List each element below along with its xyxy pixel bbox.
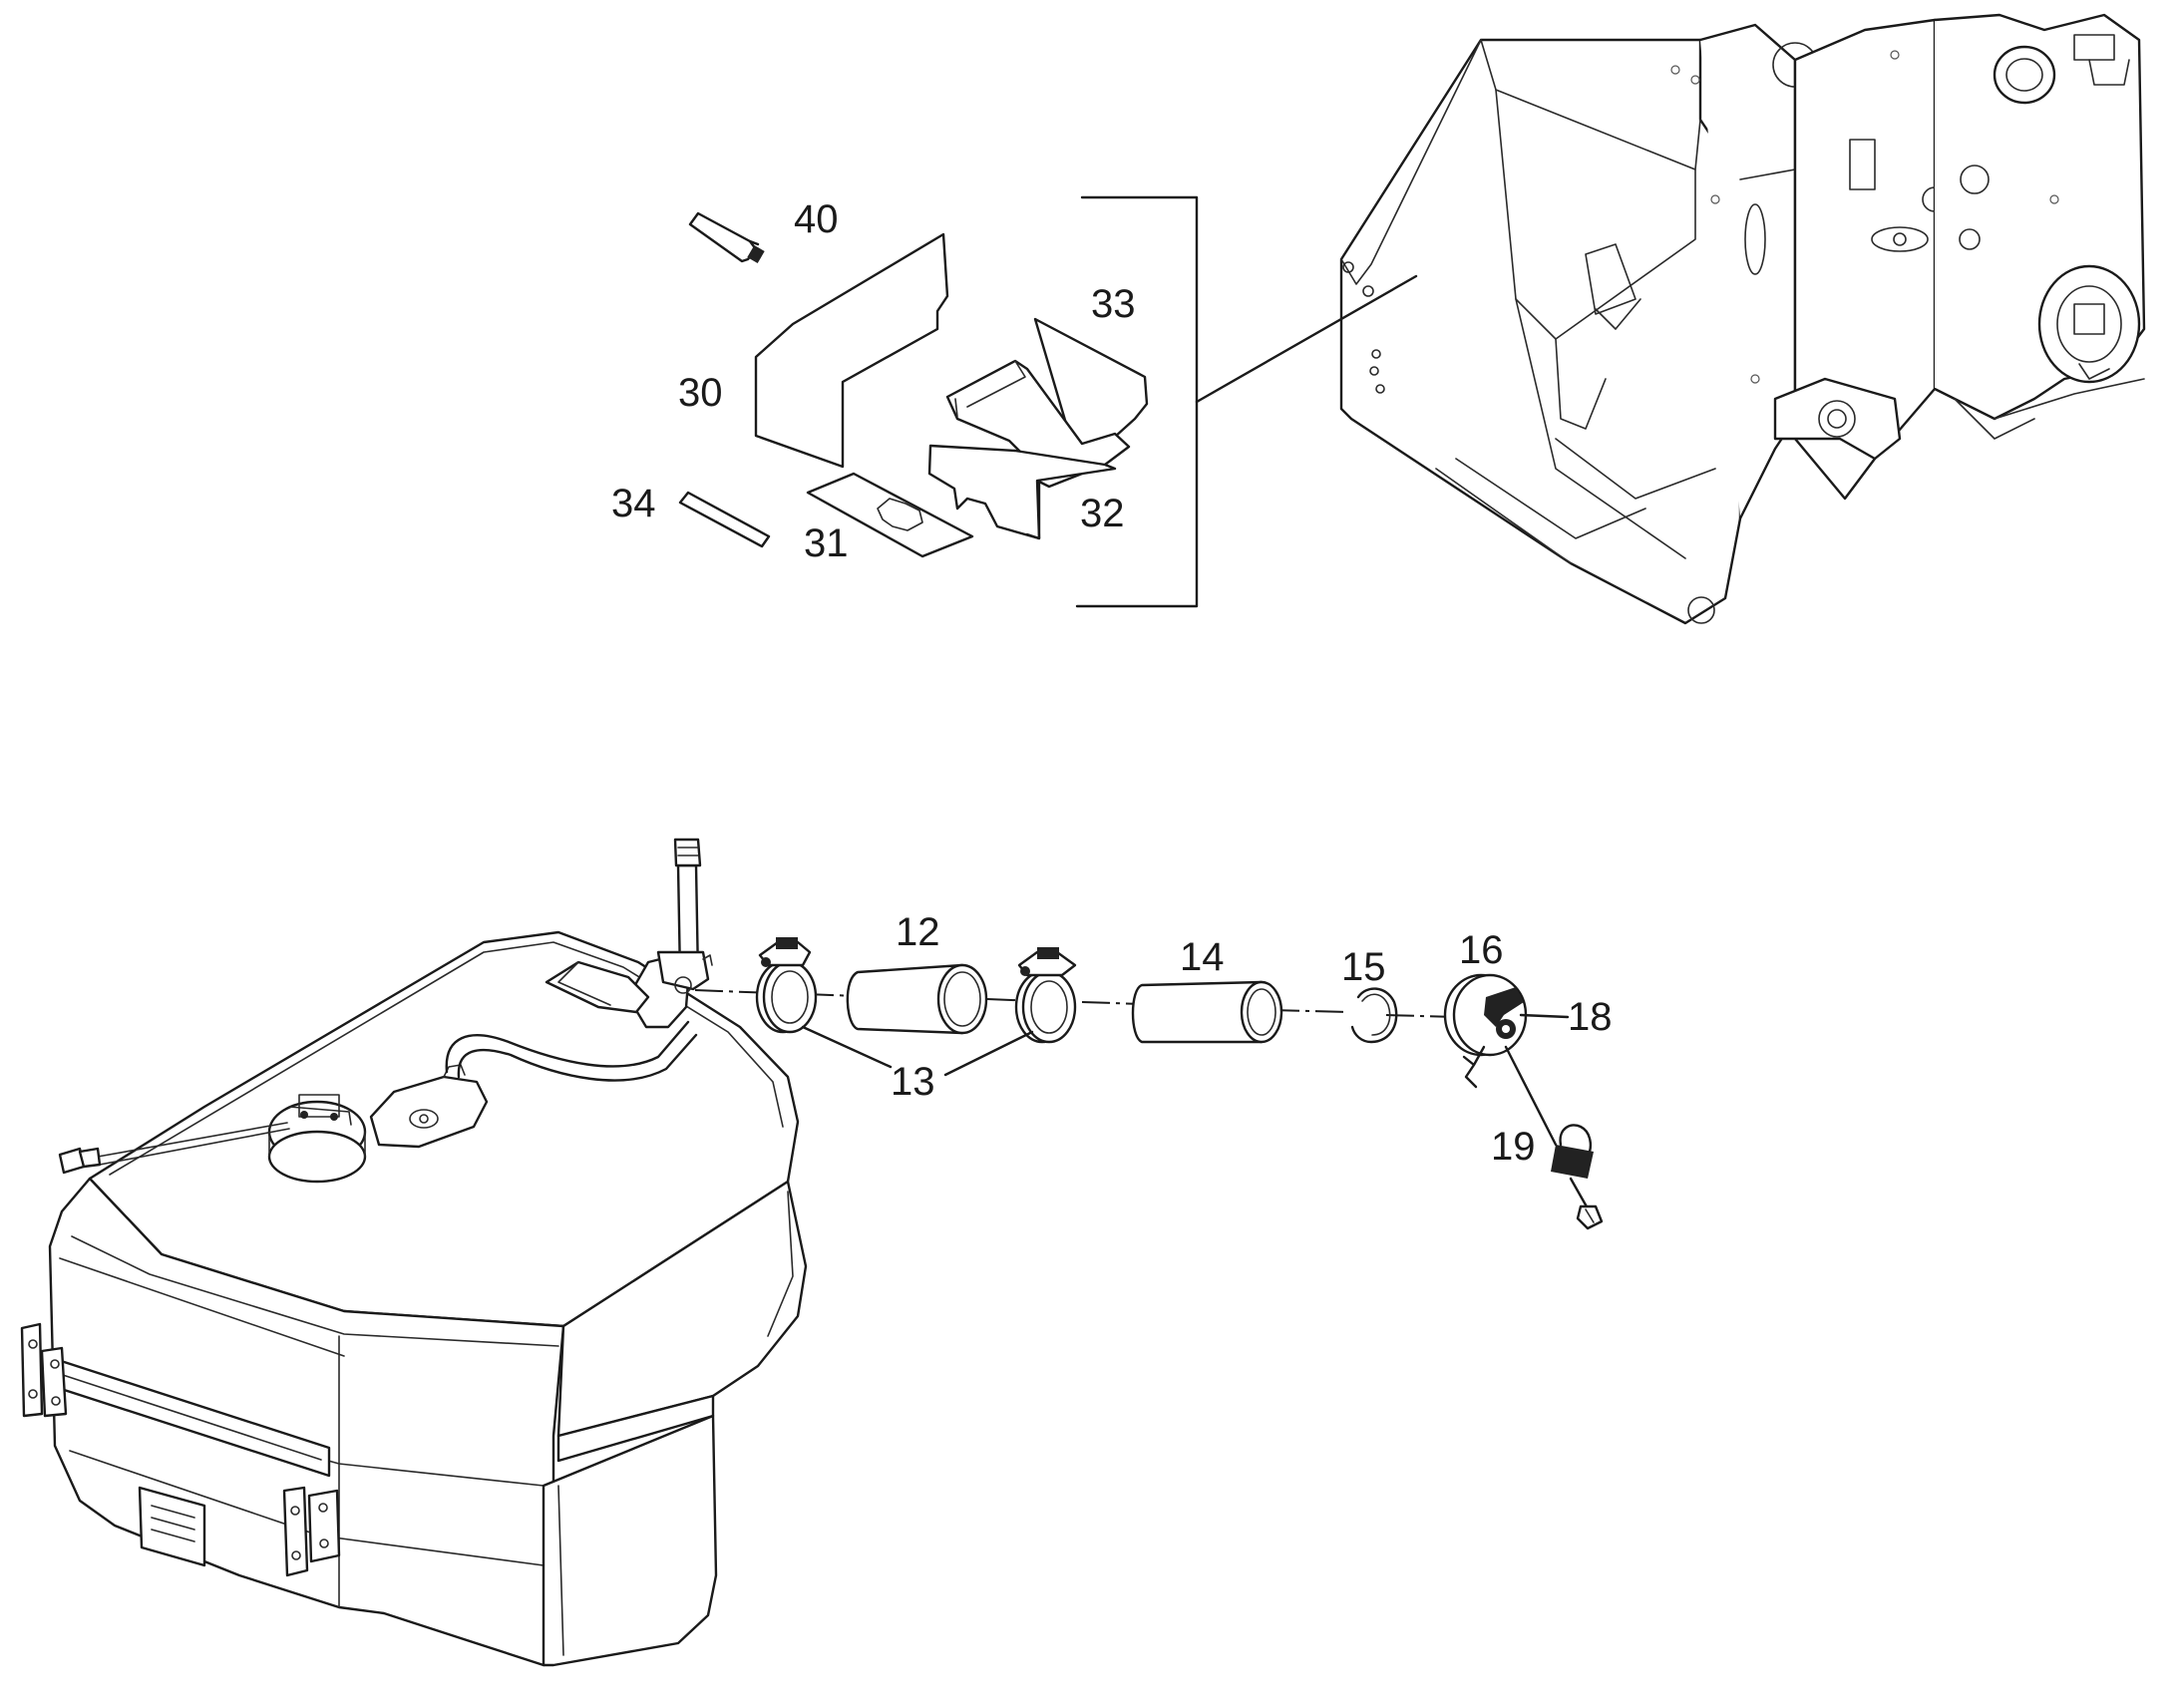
callout-19: 19 <box>1491 1125 1536 1169</box>
callout-34: 34 <box>611 482 656 525</box>
callout-31: 31 <box>804 521 849 565</box>
callout-15: 15 <box>1341 945 1386 989</box>
callout-14: 14 <box>1180 935 1225 979</box>
callout-33: 33 <box>1091 282 1136 326</box>
kit-bracket <box>1075 195 1418 608</box>
callout-16: 16 <box>1459 928 1504 972</box>
part-32-shield-front <box>927 444 1117 540</box>
leader-13 <box>801 1025 1034 1077</box>
part-34-strip <box>678 491 771 548</box>
part-40-tube <box>688 211 765 264</box>
fuel-tank <box>20 838 808 1667</box>
part-30-panel <box>754 232 949 469</box>
part-14-tube <box>1131 980 1283 1044</box>
part-16-filler-cap <box>1443 973 1528 1089</box>
part-13-clamp-a <box>755 937 818 1034</box>
machine-frame <box>1339 13 2146 625</box>
part-12-sleeve <box>846 963 988 1035</box>
callout-13: 13 <box>891 1060 935 1104</box>
part-18-lock-pin <box>1519 1013 1570 1019</box>
callout-40: 40 <box>794 197 839 241</box>
callouts: 40 33 30 34 31 32 12 13 14 15 16 18 19 <box>611 197 1613 1169</box>
callout-30: 30 <box>678 371 723 415</box>
part-15-retaining-ring <box>1350 987 1398 1044</box>
part-33-shield <box>945 317 1149 489</box>
callout-12: 12 <box>896 910 940 954</box>
callout-18: 18 <box>1568 995 1613 1039</box>
part-31-gasket <box>806 472 974 558</box>
part-13-clamp-b <box>1014 947 1077 1044</box>
part-19-padlock <box>1504 1045 1604 1230</box>
callout-32: 32 <box>1080 492 1125 535</box>
